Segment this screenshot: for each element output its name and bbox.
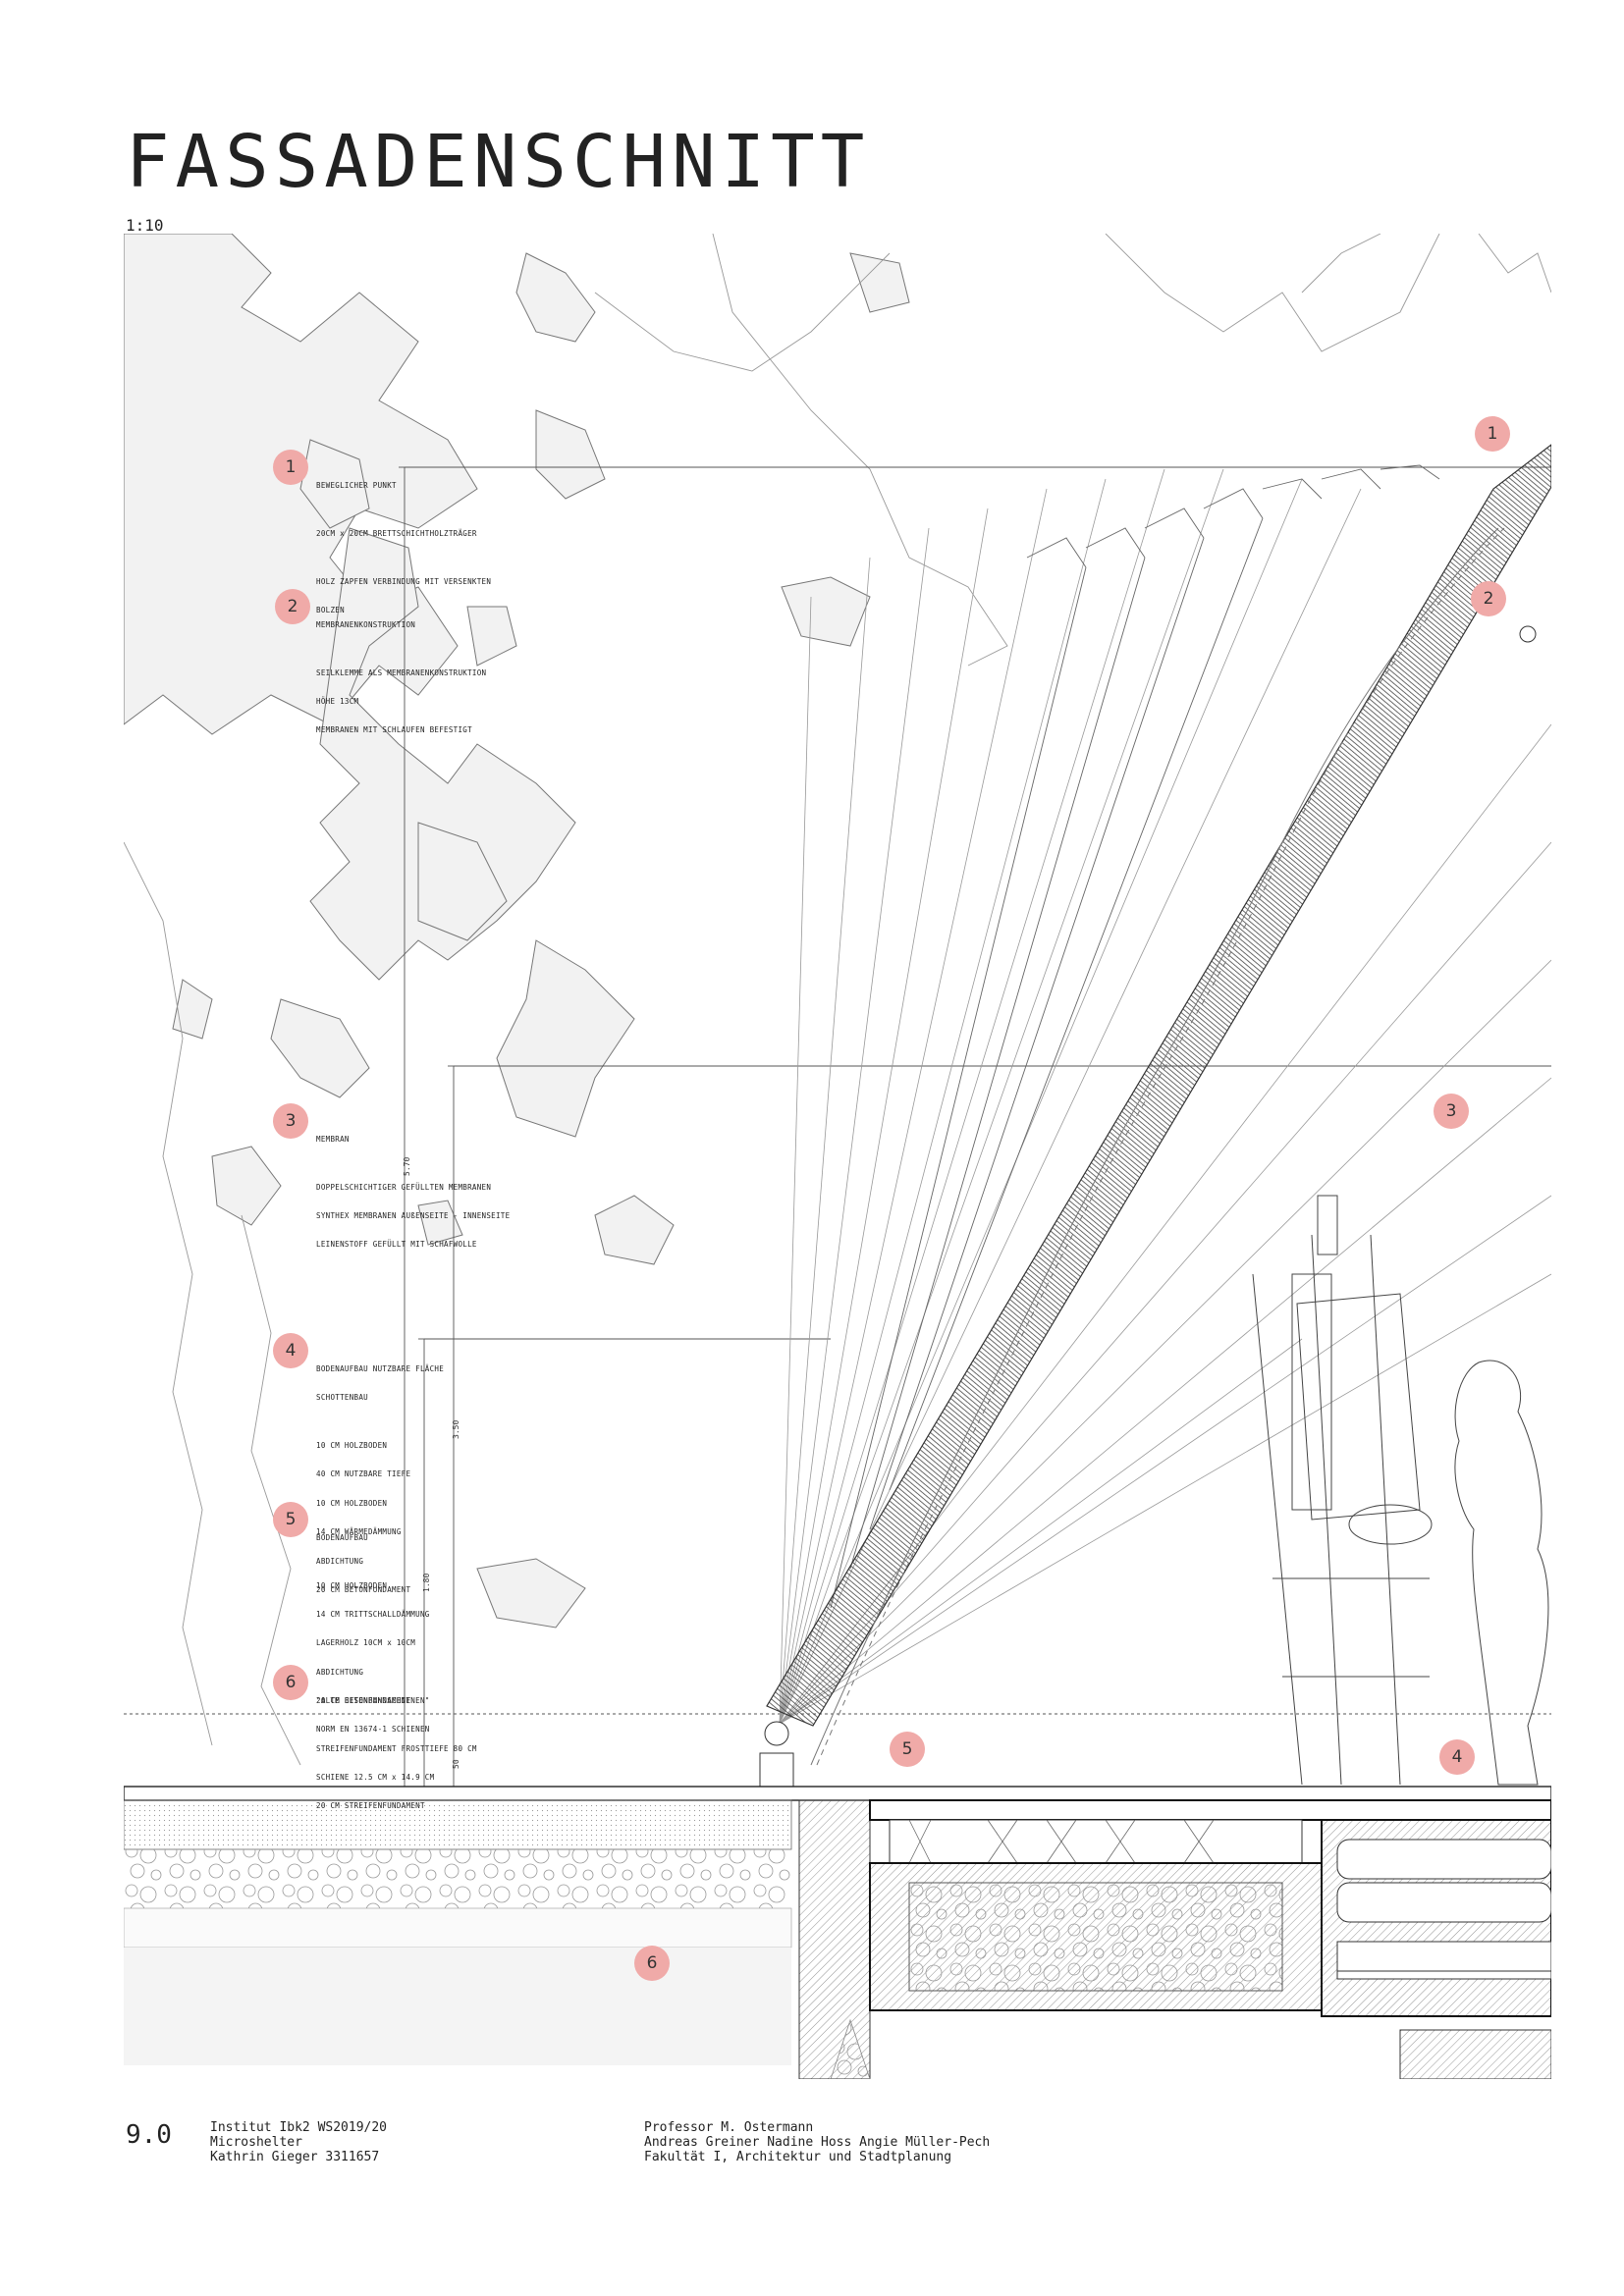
legend-line: 14 CM WÄRMEDÄMMUNG (316, 1527, 402, 1537)
legend-heading: MEMBRANENKONSTRUKTION (316, 619, 416, 629)
page-number: 9.0 (126, 2120, 172, 2150)
beam-outlines (830, 464, 1440, 1609)
legend-line: ABDICHTUNG (316, 1556, 364, 1566)
legend-line: 14 CM TRITTSCHALLDÄMMUNG (316, 1609, 430, 1619)
membrane-fan (779, 468, 1551, 1725)
easel-figure (1252, 1195, 1549, 1786)
legend-item-1: BEWEGLICHER PUNKT 20CM x 20CM BRETTSCHIC… (316, 461, 491, 625)
legend-line: 10 CM HOLZBODEN (316, 1440, 388, 1450)
legend-heading: BEWEGLICHER PUNKT (316, 480, 397, 490)
drawing-marker-5: 5 (890, 1732, 925, 1767)
legend-line: 10 CM HOLZBODEN (316, 1580, 388, 1590)
legend-item-4: BODENAUFBAU NUTZBARE FLÄCHE SCHOTTENBAU … (316, 1345, 444, 1605)
hinge-detail (759, 625, 1537, 1797)
legend-marker-6: 6 (273, 1665, 308, 1700)
page-title: FASSADENSCHNITT (126, 120, 871, 204)
legend-line: SYNTHEX MEMBRANEN AUßENSEITE - INNENSEIT… (316, 1210, 511, 1220)
legend-marker-2: 2 (275, 589, 310, 624)
footer-line: Microshelter (210, 2135, 302, 2150)
drawing-marker-1: 1 (1475, 416, 1510, 452)
legend-line: ABDICHTUNG (316, 1667, 364, 1677)
footer-line: Professor M. Ostermann (644, 2120, 814, 2135)
legend-line: SCHOTTENBAU (316, 1392, 368, 1402)
section-drawing: 5.70 3.50 1.80 50 1 2 3 4 5 6 (124, 234, 1551, 2079)
tree-outline-lines (124, 234, 1551, 1766)
drawing-marker-3: 3 (1434, 1094, 1469, 1129)
ground-section (124, 1786, 1551, 2079)
dimension-lines (124, 466, 1551, 1787)
legend-item-5: BODENAUFBAU 10 CM HOLZBODEN 14 CM TRITTS… (316, 1514, 477, 1764)
legend-item-3: MEMBRAN DOPPELSCHICHTIGER GEFÜLLTEN MEMB… (316, 1115, 510, 1259)
legend-item-6: "ALTE EISENBAHNSCHIENEN" NORM EN 13674-1… (316, 1677, 434, 1821)
main-beam (766, 444, 1551, 1727)
footer-line: Fakultät I, Architektur und Stadtplanung (644, 2150, 952, 2164)
legend-line: LEINENSTOFF GEFÜLLT MIT SCHAFWOLLE (316, 1240, 477, 1250)
drawing-marker-2: 2 (1471, 581, 1506, 616)
legend-line: HÖHE 13CM (316, 696, 359, 706)
legend-heading: BODENAUFBAU (316, 1532, 368, 1542)
drawing-scale: 1:10 (126, 216, 164, 235)
legend-line: 20 CM BETONFUNDAMENT (316, 1584, 411, 1594)
section-drawing-svg (124, 234, 1551, 2079)
legend-marker-3: 3 (273, 1103, 308, 1139)
footer-line: Kathrin Gieger 3311657 (210, 2150, 380, 2164)
legend-marker-1: 1 (273, 450, 308, 485)
dimension-height-membrane: 3.50 (452, 1419, 460, 1439)
legend-line: 10 CM HOLZBODEN (316, 1498, 388, 1508)
legend-line: 20 CM BETONFUNDAMENT (316, 1696, 411, 1706)
legend-line: 40 CM NUTZBARE TIEFE (316, 1469, 411, 1479)
legend-line: NORM EN 13674-1 SCHIENEN (316, 1724, 430, 1734)
membrane-rope (810, 527, 1505, 1766)
drawing-marker-6: 6 (634, 1946, 670, 1981)
legend-heading: "ALTE EISENBAHNSCHIENEN" (316, 1695, 430, 1705)
footer-line: Institut Ibk2 WS2019/20 (210, 2120, 388, 2135)
legend-line: SEILKLEMME ALS MEMBRANENKONSTRUKTION (316, 667, 487, 677)
footer-right: Professor M. Ostermann Andreas Greiner N… (644, 2120, 990, 2164)
legend-marker-5: 5 (273, 1502, 308, 1537)
legend-marker-4: 4 (273, 1333, 308, 1368)
legend-line: HOLZ ZAPFEN VERBINDUNG MIT VERSENKTEN (316, 576, 492, 586)
drawing-marker-4: 4 (1439, 1739, 1475, 1775)
legend-line: BOLZEN (316, 605, 345, 614)
legend-line: 20CM x 20CM BRETTSCHICHTHOLZTRÄGER (316, 528, 477, 538)
legend-line: SCHIENE 12.5 CM x 14.9 CM (316, 1772, 435, 1782)
legend-line: LAGERHOLZ 10CM x 10CM (316, 1638, 416, 1648)
tree-canopy (124, 234, 910, 1629)
legend-line: DOPPELSCHICHTIGER GEFÜLLTEN MEMBRANEN (316, 1182, 492, 1192)
footer-line: Andreas Greiner Nadine Hoss Angie Müller… (644, 2135, 991, 2150)
legend-line: MEMBRANEN MIT SCHLAUFEN BEFESTIGT (316, 725, 472, 735)
legend-item-2: MEMBRANENKONSTRUKTION SEILKLEMME ALS MEM… (316, 601, 486, 745)
legend-heading: BODENAUFBAU NUTZBARE FLÄCHE (316, 1363, 445, 1373)
footer-left: Institut Ibk2 WS2019/20 Microshelter Kat… (210, 2120, 387, 2164)
legend-line: STREIFENFUNDAMENT FROSTTIEFE 80 CM (316, 1744, 477, 1754)
legend-heading: MEMBRAN (316, 1134, 350, 1144)
legend-line: 20 CM STREIFENFUNDAMENT (316, 1801, 425, 1811)
